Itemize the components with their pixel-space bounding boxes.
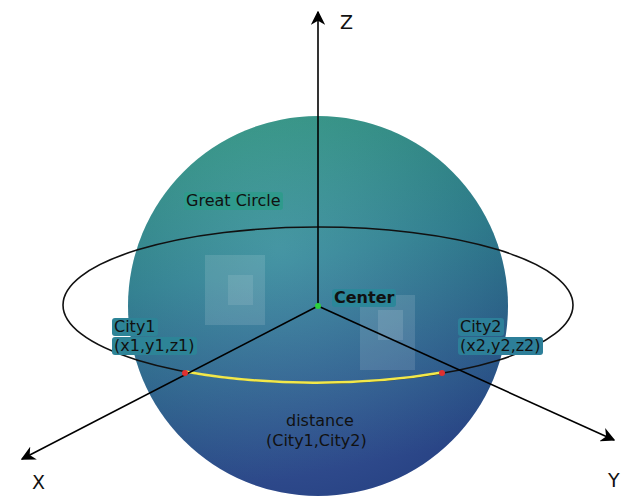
distance-label: distance (284, 412, 356, 430)
city2-point (439, 370, 445, 376)
center-label: Center (332, 289, 396, 307)
light-patch (228, 275, 253, 305)
y-axis (318, 306, 614, 440)
city-coordinates: (x2,y2,z2) (458, 337, 543, 355)
city-label: City2 (458, 318, 504, 336)
z-axis (317, 12, 319, 306)
center-point (315, 303, 321, 309)
city1-point (182, 370, 188, 376)
distance-label: (City1,City2) (264, 432, 369, 450)
great-circle-label: Great Circle (184, 192, 283, 210)
distance-arc (185, 372, 442, 383)
city-label: City1 (112, 318, 158, 336)
city-coordinates: (x1,y1,z1) (112, 337, 197, 355)
axis-label: X (30, 472, 47, 494)
light-patch (205, 255, 265, 325)
axis-label: Z (338, 12, 355, 34)
axis-label: Y (606, 470, 622, 492)
